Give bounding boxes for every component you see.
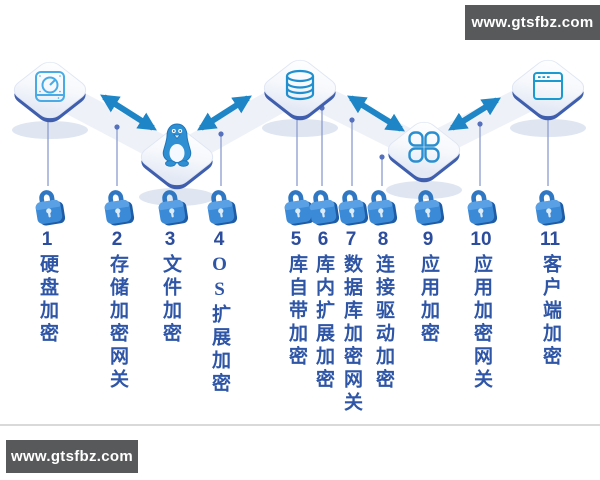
item-column-2: 2 存储加密网关: [102, 228, 132, 392]
item-number: 2: [111, 229, 123, 250]
item-number: 7: [345, 229, 357, 250]
padlock-icon: [307, 187, 340, 227]
item-column-5: 5 库自带加密: [281, 228, 311, 369]
tile-shadows: [12, 119, 586, 206]
flow-arrows: [100, 94, 501, 132]
hdd-icon: [35, 71, 65, 102]
item-label: 应用加密网关: [471, 254, 492, 392]
item-number: 10: [470, 229, 492, 250]
item-column-10: 10 应用加密网关: [466, 228, 496, 392]
item-number: 6: [317, 229, 329, 250]
padlock-icon: [533, 187, 566, 227]
tux-linux-icon: [162, 123, 192, 167]
item-column-8: 8 连接驱动加密: [368, 228, 398, 392]
item-label: 库自带加密: [286, 254, 307, 369]
item-number: 5: [290, 229, 302, 250]
item-label: 客户端加密: [540, 254, 561, 369]
watermark-badge-bottom: www.gtsfbz.com: [6, 440, 138, 473]
padlock-icon: [33, 187, 66, 227]
padlock-row: [33, 187, 566, 227]
item-label: 硬盘加密: [37, 254, 58, 346]
item-label: 库内扩展加密: [313, 254, 334, 392]
database-icon: [285, 69, 315, 101]
item-number: 8: [377, 229, 389, 250]
item-label: 应用加密: [418, 254, 439, 346]
item-number: 4: [213, 229, 225, 250]
node-tile-client: [506, 55, 590, 125]
padlock-icon: [102, 187, 135, 227]
item-number: 1: [41, 229, 53, 250]
connector-stems: [47, 108, 549, 186]
item-label: 数据库加密网关: [341, 254, 362, 415]
item-column-4: 4 OS扩展加密: [204, 228, 234, 396]
item-column-6: 6 库内扩展加密: [308, 228, 338, 392]
node-tile-linux-os: [135, 123, 219, 194]
diagram-canvas: [8, 55, 590, 227]
item-column-7: 7 数据库加密网关: [336, 228, 366, 415]
item-label: 存储加密网关: [107, 254, 128, 392]
item-column-3: 3 文件加密: [155, 228, 185, 346]
padlock-icon: [465, 187, 498, 227]
item-label: 连接驱动加密: [373, 254, 394, 392]
padlock-icon: [336, 187, 369, 227]
browser-window-icon: [533, 72, 563, 100]
item-column-1: 1 硬盘加密: [32, 228, 62, 346]
item-label: 文件加密: [160, 254, 181, 346]
item-number: 3: [164, 229, 176, 250]
item-number: 9: [422, 229, 434, 250]
app-grid-icon: [408, 131, 440, 163]
bottom-divider-line: [0, 424, 600, 426]
node-tile-application: [382, 117, 466, 187]
watermark-badge-top: www.gtsfbz.com: [465, 5, 600, 40]
node-tile-hard-disk: [8, 57, 92, 127]
item-column-11: 11 客户端加密: [535, 228, 565, 369]
item-column-9: 9 应用加密: [413, 228, 443, 346]
item-label: OS扩展加密: [209, 254, 230, 396]
item-number: 11: [539, 229, 561, 250]
node-tile-database: [258, 55, 342, 125]
